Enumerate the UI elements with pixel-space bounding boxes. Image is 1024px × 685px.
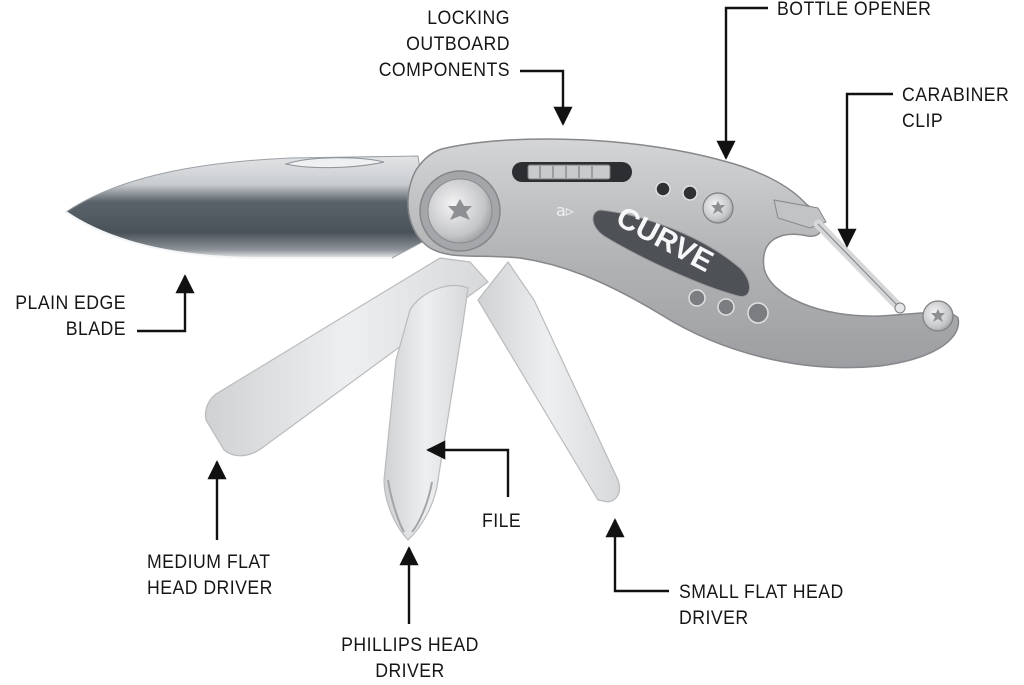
- small-flat-head-driver: [477, 260, 621, 503]
- callout-line: OUTBOARD: [406, 34, 510, 55]
- leader-lines: [137, 6, 893, 624]
- callout-line: BLADE: [65, 319, 126, 340]
- callout-line: SMALL FLAT HEAD: [679, 582, 844, 603]
- curve-handle: a▹ CURVE: [407, 138, 960, 369]
- leader-bottle-opener: [716, 6, 768, 160]
- callout-line: CLIP: [902, 111, 944, 132]
- callout-line: BOTTLE OPENER: [777, 0, 932, 20]
- callout-line: MEDIUM FLAT: [147, 552, 271, 573]
- leader-plain-edge-blade: [137, 274, 195, 333]
- callout-line: PHILLIPS HEAD: [341, 635, 479, 656]
- callout-line: PLAIN EDGE: [15, 293, 126, 314]
- callout-phillips-head-driver: PHILLIPS HEAD DRIVER: [328, 633, 492, 685]
- callout-line: DRIVER: [679, 608, 749, 629]
- callout-plain-edge-blade: PLAIN EDGE BLADE: [9, 291, 126, 343]
- callout-small-flat-head-driver: SMALL FLAT HEAD DRIVER: [679, 580, 844, 632]
- svg-text:a▹: a▹: [556, 201, 574, 220]
- callout-line: COMPONENTS: [378, 60, 510, 81]
- callout-line: HEAD DRIVER: [147, 578, 273, 599]
- leader-file: [426, 440, 510, 497]
- leader-locking-outboard: [520, 69, 573, 126]
- callout-line: FILE: [482, 511, 522, 532]
- callout-bottle-opener: BOTTLE OPENER: [777, 0, 931, 23]
- callout-file: FILE: [482, 509, 521, 535]
- file-phillips-driver: [383, 284, 469, 541]
- callout-line: CARABINER: [902, 85, 1010, 106]
- callout-medium-flat-head-driver: MEDIUM FLAT HEAD DRIVER: [147, 550, 273, 602]
- leader-small-flat-head: [605, 518, 669, 593]
- callout-locking-outboard-components: LOCKING OUTBOARD COMPONENTS: [352, 6, 510, 84]
- plain-edge-blade: [65, 155, 431, 259]
- leader-carabiner-clip: [837, 92, 893, 248]
- callout-carabiner-clip: CARABINER CLIP: [902, 83, 1009, 135]
- callout-line: LOCKING: [427, 8, 510, 29]
- callout-line: DRIVER: [375, 661, 445, 682]
